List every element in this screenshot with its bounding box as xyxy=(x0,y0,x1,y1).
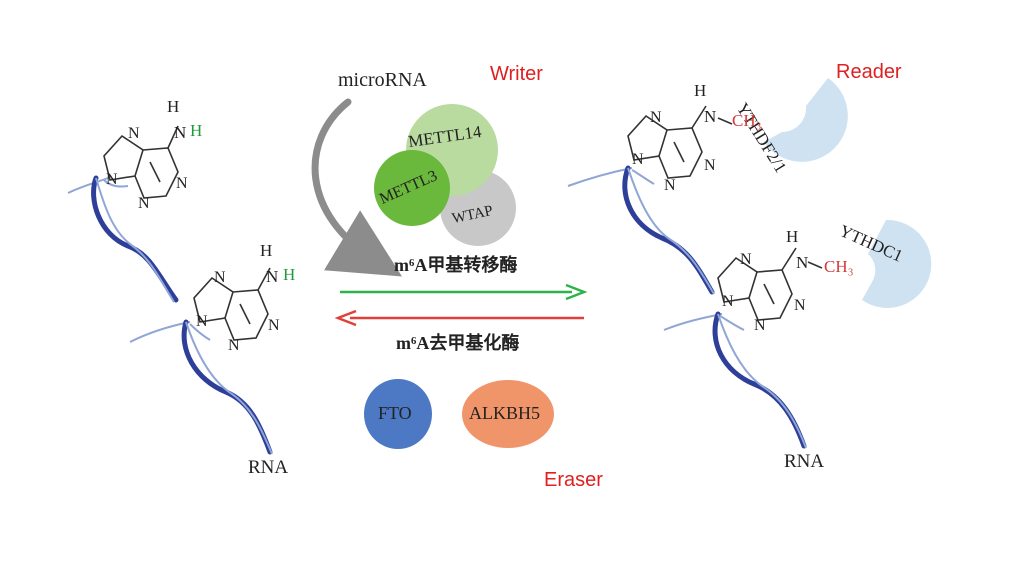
alkbh5-label: ALKBH5 xyxy=(469,403,540,423)
ythdc1-protein xyxy=(862,219,932,308)
writer-title: Writer xyxy=(490,63,543,85)
atom-n-7: N xyxy=(650,109,662,126)
atom-n-1: N xyxy=(268,317,280,334)
fto-label: FTO xyxy=(378,403,412,423)
atom-n-amine: N xyxy=(796,253,809,272)
reader-title: Reader xyxy=(836,61,902,83)
atom-n-amine: N xyxy=(704,107,717,126)
atom-n-1: N xyxy=(794,297,806,314)
microrna-arrow xyxy=(311,98,402,277)
demethylation-arrow xyxy=(334,309,584,327)
atom-n-3: N xyxy=(664,177,676,194)
atom-n-9: N xyxy=(196,313,208,330)
atom-h-top: H xyxy=(260,241,273,260)
mettl3-protein xyxy=(374,150,450,226)
atom-h-green: H xyxy=(283,265,296,284)
rna-strand-left-top xyxy=(67,175,179,303)
adenine-structure-left-bottom xyxy=(193,267,271,341)
rna-strand-left-bottom xyxy=(129,319,273,455)
atom-n-9: N xyxy=(106,171,118,188)
alkbh5-protein xyxy=(462,380,554,448)
microrna-label: microRNA xyxy=(338,69,427,91)
m6a-transferase-label: m⁶A甲基转移酶 xyxy=(394,255,518,275)
atom-n-amine: N xyxy=(266,267,279,286)
atom-h-top: H xyxy=(786,227,799,246)
atom-ch3: CH₃ xyxy=(824,257,854,276)
ythdf-protein xyxy=(764,78,848,162)
adenine-structure-left-top xyxy=(103,125,179,199)
atom-n-7: N xyxy=(214,269,226,286)
m6a-demethylase-label: m⁶A去甲基化酶 xyxy=(396,333,520,353)
rna-label-left: RNA xyxy=(248,457,289,478)
fto-protein xyxy=(364,379,432,449)
rna-label-right: RNA xyxy=(784,451,825,472)
rna-strand-right-top xyxy=(567,165,715,295)
atom-n-3: N xyxy=(754,317,766,334)
adenine-structure-right-bottom xyxy=(717,247,823,321)
atom-n-3: N xyxy=(138,195,150,212)
methylation-arrow xyxy=(340,283,588,301)
atom-n-1: N xyxy=(704,157,716,174)
atom-n-9: N xyxy=(722,293,734,310)
eraser-title: Eraser xyxy=(544,469,603,491)
atom-n-9: N xyxy=(632,151,644,168)
adenine-structure-right-top xyxy=(627,105,733,179)
atom-n-3: N xyxy=(228,337,240,354)
atom-h-top: H xyxy=(694,81,707,100)
rna-strand-right-bottom xyxy=(663,311,807,449)
atom-ch3: CH₃ xyxy=(732,111,762,130)
atom-h-top: H xyxy=(167,97,180,116)
atom-n-7: N xyxy=(128,125,140,142)
atom-n-7: N xyxy=(740,251,752,268)
atom-h-green: H xyxy=(190,121,203,140)
atom-n-1: N xyxy=(176,175,188,192)
atom-n-amine: N xyxy=(174,123,187,142)
